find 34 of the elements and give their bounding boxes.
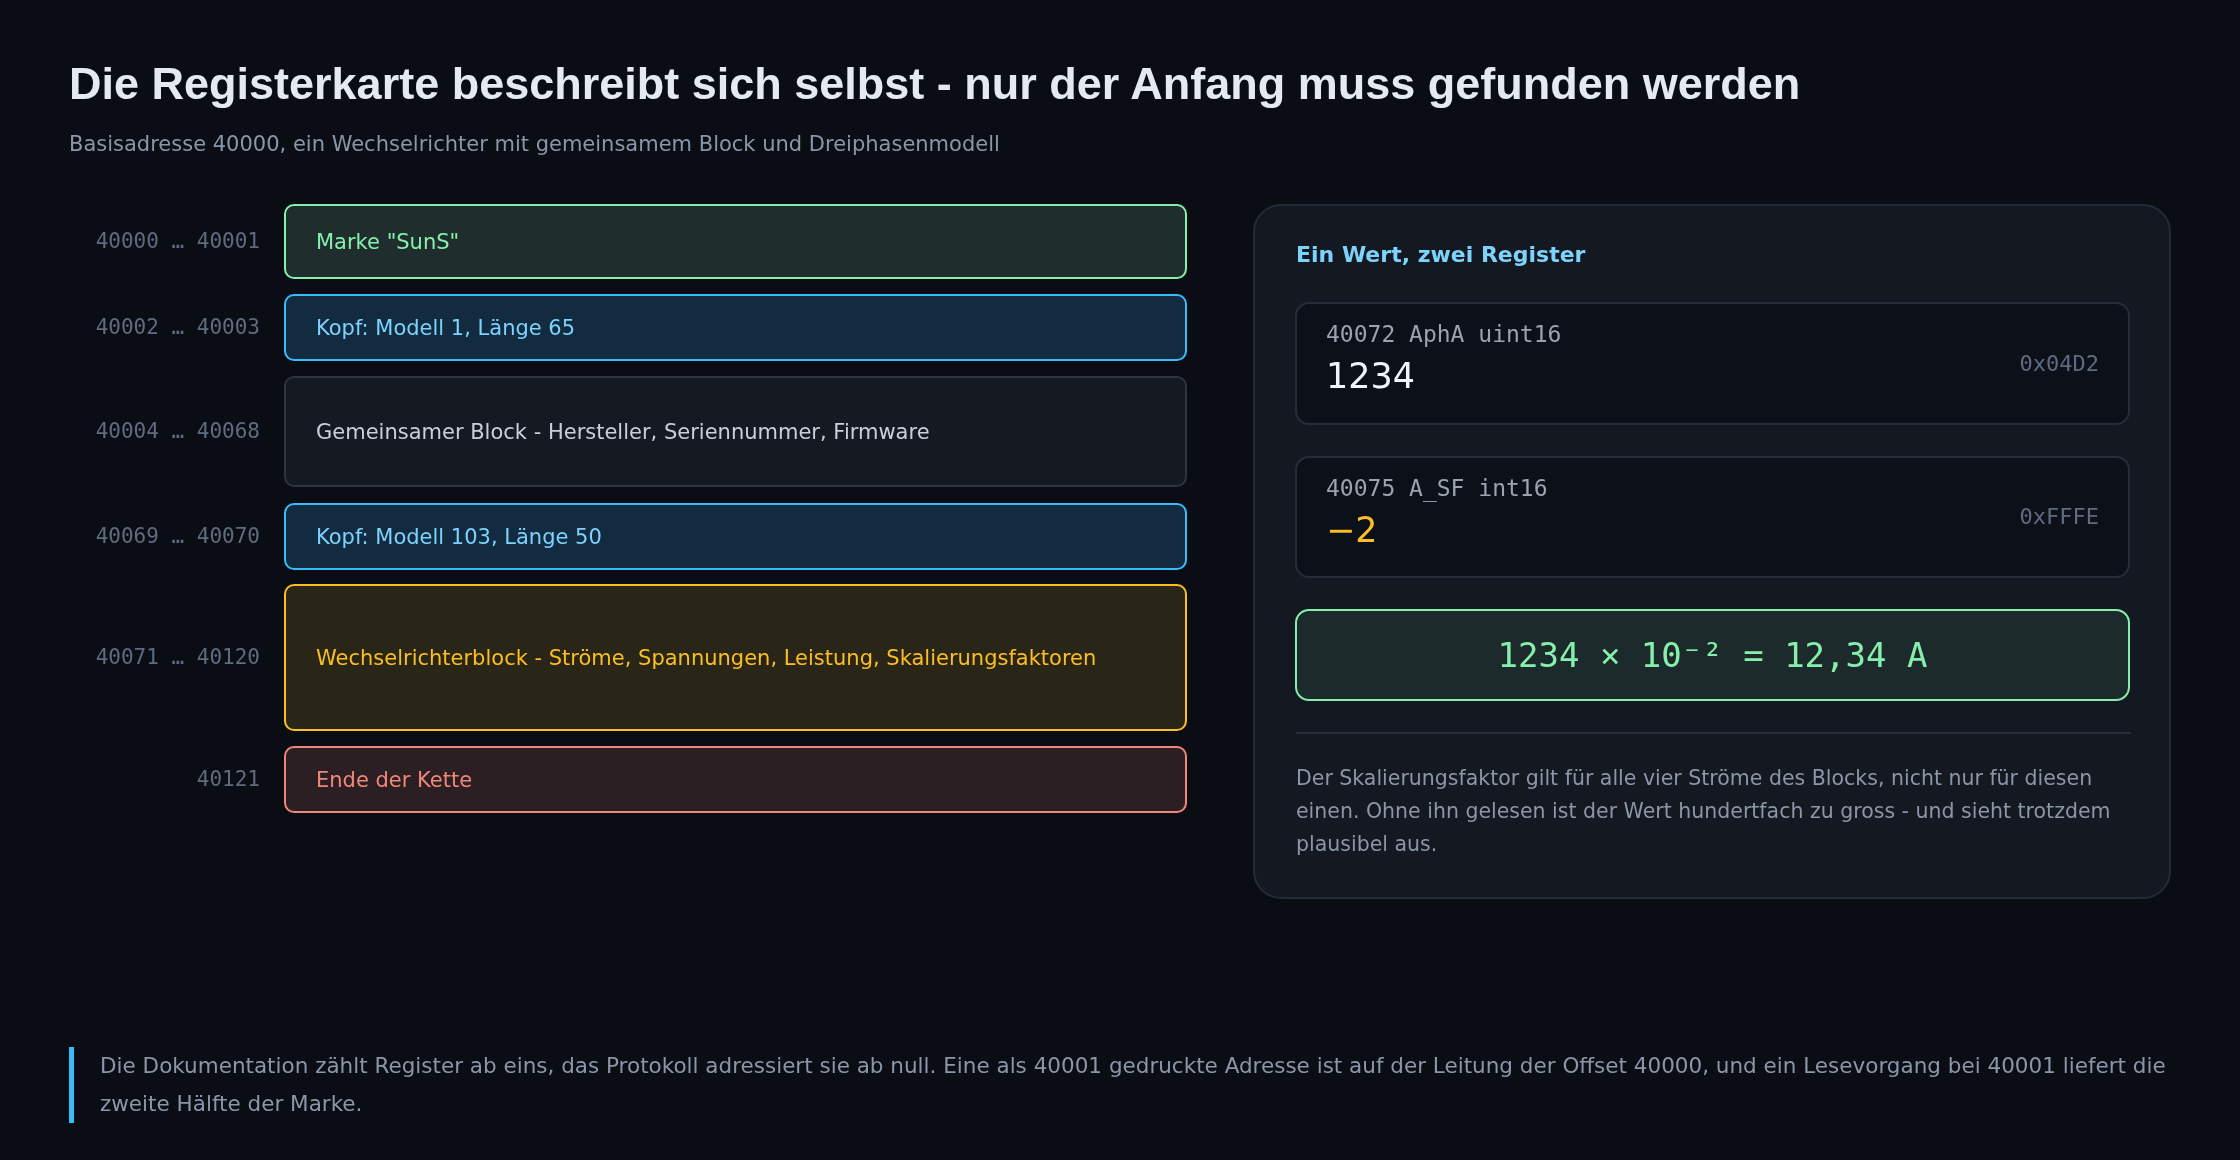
hex-value: 0x04D2 xyxy=(2019,350,2099,376)
register-name: 40072 AphA uint16 xyxy=(1326,321,1562,347)
page-title: Die Registerkarte beschreibt sich selbst - nur der Anfang muss gefunden werden xyxy=(69,58,1801,110)
result-box xyxy=(1295,609,2130,701)
block-label: Kopf: Modell 1, Länge 65 xyxy=(316,315,576,340)
address-range: 40004 … 40068 xyxy=(95,418,260,443)
register-card xyxy=(1295,302,2130,425)
panel-heading: Ein Wert, zwei Register xyxy=(1296,242,1586,267)
block-label: Marke "SunS" xyxy=(316,229,460,254)
explanation-text: Der Skalierungsfaktor gilt für alle vier Ströme des Blocks, nicht nur für diesen einen. Ohne ihn gelesen ist der Wert hundertfach zu gross - und sieht trotzdem plausibel aus. xyxy=(1296,765,2112,858)
register-block xyxy=(284,294,1187,361)
register-block xyxy=(284,376,1187,487)
info-panel xyxy=(1253,204,2171,899)
register-block xyxy=(284,204,1187,279)
footnote: Die Dokumentation zählt Register ab eins, das Protokoll adressiert sie ab null. Eine als 40001 gedruckte Adresse ist auf der Leitung der Offset 40000, und ein Lesevorgang bei 40001 liefert die zweite Hälfte der Marke. xyxy=(69,1047,2167,1123)
hex-value: 0xFFFE xyxy=(2019,504,2099,529)
register-block xyxy=(284,584,1187,731)
register-value: −2 xyxy=(1326,510,1378,550)
block-label: Gemeinsamer Block - Hersteller, Seriennummer, Firmware xyxy=(316,419,930,444)
block-label: Wechselrichterblock - Ströme, Spannungen, Leistung, Skalierungsfaktoren xyxy=(316,645,1097,670)
address-range: 40002 … 40003 xyxy=(95,314,260,339)
register-value: 1234 xyxy=(1326,356,1416,396)
register-block xyxy=(284,503,1187,570)
subtitle: Basisadresse 40000, ein Wechselrichter mit gemeinsamem Block und Dreiphasenmodell xyxy=(69,132,1000,156)
block-label: Ende der Kette xyxy=(316,767,473,792)
address-range: 40000 … 40001 xyxy=(95,228,260,253)
register-block xyxy=(284,746,1187,813)
address-range: 40071 … 40120 xyxy=(95,644,260,669)
address-range: 40069 … 40070 xyxy=(95,523,260,548)
register-card xyxy=(1295,456,2130,578)
address-range: 40121 xyxy=(196,766,260,791)
block-label: Kopf: Modell 103, Länge 50 xyxy=(316,524,602,549)
formula-text: 1234 × 10⁻² = 12,34 A xyxy=(1497,635,1928,675)
register-name: 40075 A_SF int16 xyxy=(1326,475,1548,501)
